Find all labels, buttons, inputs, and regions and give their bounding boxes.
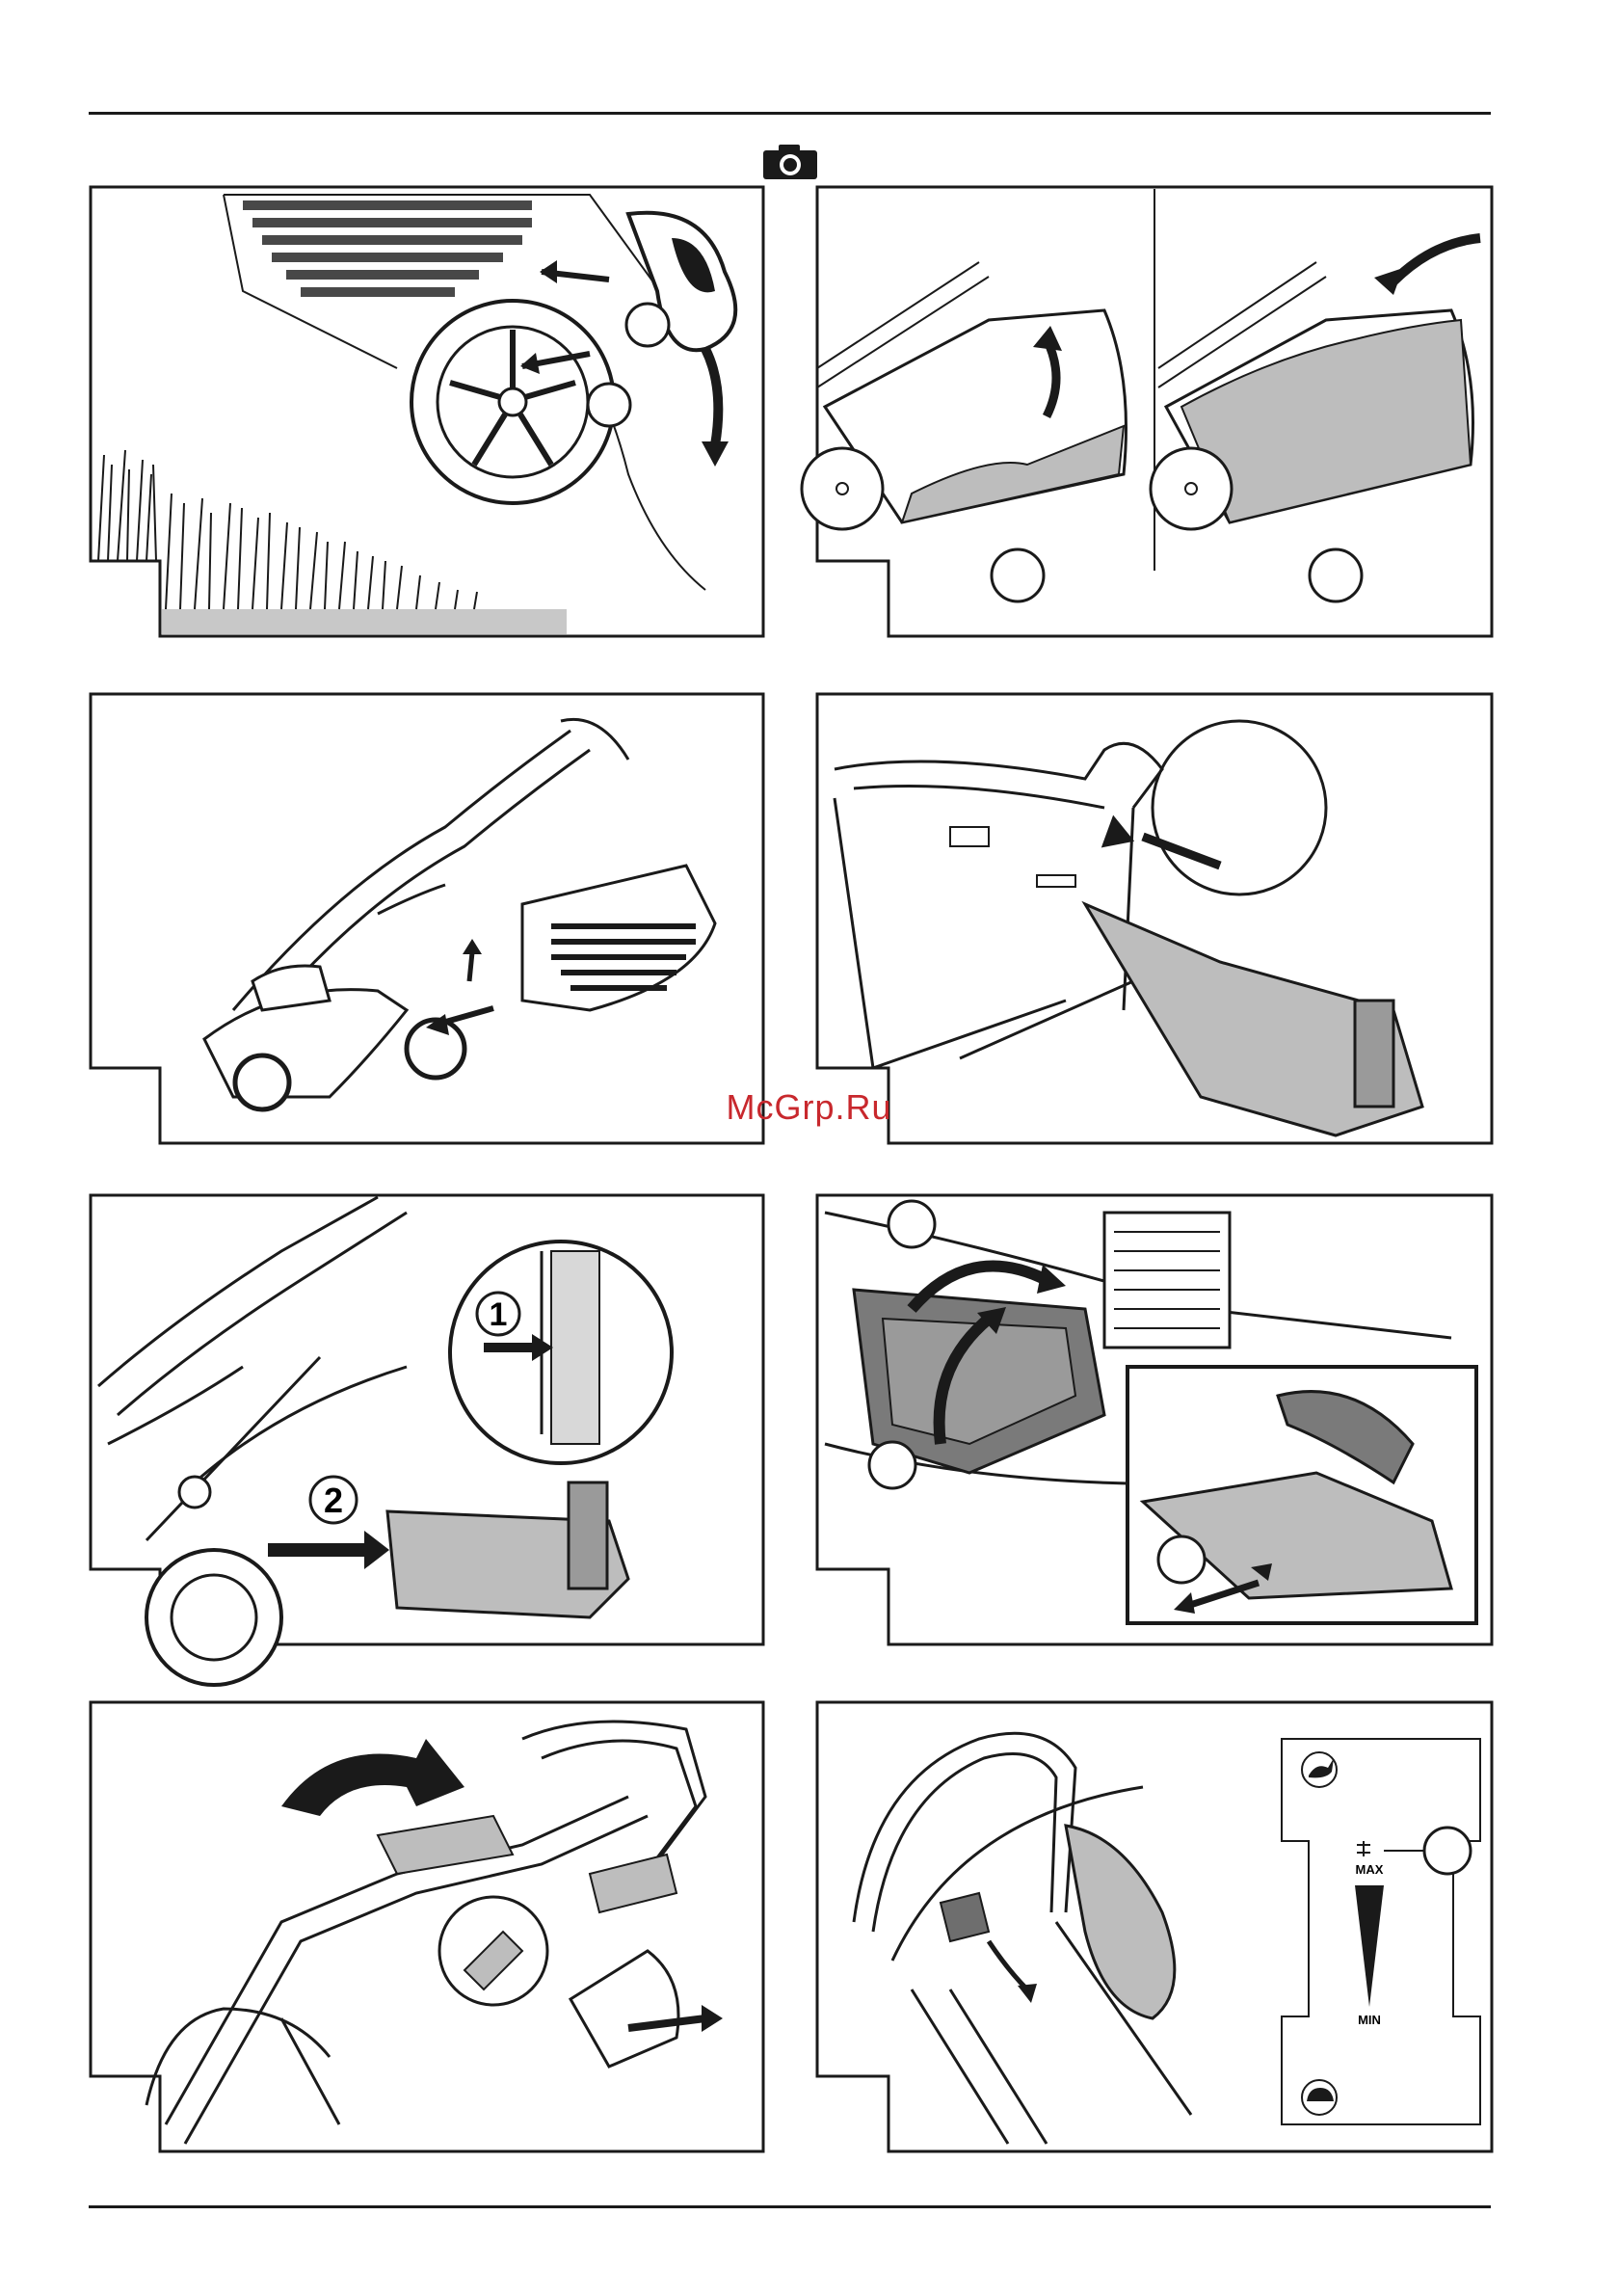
figure-panel-2 xyxy=(815,185,1494,638)
camera-icon xyxy=(761,143,819,186)
scale-max-label: MAX xyxy=(1356,1862,1384,1877)
hare-icon xyxy=(1302,1752,1337,1787)
figure-panel-3 xyxy=(89,692,765,1145)
bottom-rule xyxy=(89,2205,1491,2208)
figure-panel-8: MAX MIN xyxy=(815,1700,1494,2153)
top-rule xyxy=(89,112,1491,115)
figure-panel-7 xyxy=(89,1700,765,2153)
figure-panel-5: 1 2 xyxy=(89,1193,765,1646)
scale-min-label: MIN xyxy=(1358,2013,1381,2027)
step-1-label: 1 xyxy=(490,1296,508,1333)
figure-panel-6 xyxy=(815,1193,1494,1646)
figure-panel-1 xyxy=(89,185,765,638)
step-2-label: 2 xyxy=(324,1481,343,1520)
watermark-text: McGrp.Ru xyxy=(0,1087,1618,1128)
tortoise-icon xyxy=(1302,2080,1337,2115)
figure-panel-4 xyxy=(815,692,1494,1145)
